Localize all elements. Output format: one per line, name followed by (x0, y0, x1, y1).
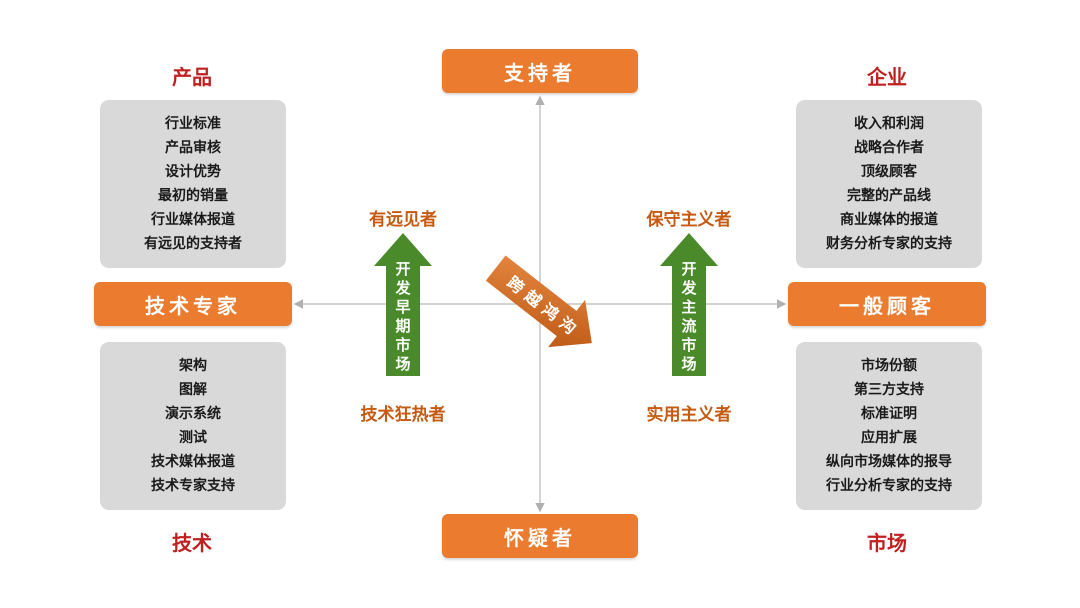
list-item: 图解 (179, 382, 207, 398)
list-item: 商业媒体的报道 (840, 212, 938, 228)
arrow-char: 开 (681, 260, 697, 278)
arrow-char: 发 (681, 279, 697, 297)
list-item: 产品审核 (165, 140, 221, 156)
label-conservatives: 保守主义者 (646, 210, 732, 230)
chasm-arrow (485, 255, 592, 348)
list-item: 演示系统 (165, 406, 221, 422)
list-item: 顶级顾客 (861, 164, 917, 180)
arrow-char: 发 (395, 279, 411, 297)
arrow-char: 开 (395, 260, 411, 278)
early-market-arrow (374, 233, 432, 376)
list-item: 最初的销量 (158, 188, 228, 204)
arrow-char: 场 (395, 355, 411, 373)
early-market-text: 开发早期市场 (383, 260, 423, 374)
list-item: 行业标准 (165, 116, 221, 132)
list-item: 财务分析专家的支持 (826, 236, 952, 252)
arrow-char: 场 (681, 355, 697, 373)
list-item: 战略合作者 (854, 140, 924, 156)
arrow-char: 主 (681, 298, 697, 316)
arrow-char: 流 (681, 317, 697, 335)
mainstream-market-text: 开发主流市场 (669, 260, 709, 374)
arrow-char: 早 (395, 298, 411, 316)
corner-title-market: 市场 (867, 531, 907, 555)
list-item: 第三方支持 (854, 382, 924, 398)
axis-label-supporters: 支持者 (442, 49, 638, 93)
axis-label-tech-experts: 技术专家 (94, 282, 292, 326)
arrow-char: 期 (395, 317, 411, 335)
list-item: 纵向市场媒体的报导 (826, 454, 952, 470)
list-item: 行业分析专家的支持 (826, 478, 952, 494)
corner-title-enterprise: 企业 (867, 65, 907, 89)
list-item: 完整的产品线 (847, 188, 931, 204)
arrow-char: 市 (395, 336, 411, 354)
list-item: 有远见的支持者 (144, 236, 242, 252)
box-product: 行业标准 产品审核 设计优势 最初的销量 行业媒体报道 有远见的支持者 (100, 100, 286, 268)
label-pragmatists: 实用主义者 (646, 405, 732, 425)
list-item: 应用扩展 (861, 430, 917, 446)
label-tech-enthusiasts: 技术狂热者 (360, 405, 446, 425)
corner-title-technology: 技术 (172, 531, 212, 555)
axis-label-skeptics: 怀疑者 (442, 514, 638, 558)
axis-label-general-customers: 一般顾客 (788, 282, 986, 326)
label-visionaries: 有远见者 (369, 210, 437, 230)
list-item: 收入和利润 (854, 116, 924, 132)
mainstream-market-arrow (660, 233, 718, 376)
list-item: 标准证明 (861, 406, 917, 422)
box-technology: 架构 图解 演示系统 测试 技术媒体报道 技术专家支持 (100, 342, 286, 510)
corner-title-product: 产品 (172, 65, 212, 89)
list-item: 设计优势 (165, 164, 221, 180)
list-item: 行业媒体报道 (151, 212, 235, 228)
list-item: 技术媒体报道 (151, 454, 235, 470)
arrow-char: 市 (681, 336, 697, 354)
list-item: 技术专家支持 (151, 478, 235, 494)
box-market: 市场份额 第三方支持 标准证明 应用扩展 纵向市场媒体的报导 行业分析专家的支持 (796, 342, 982, 510)
list-item: 测试 (179, 430, 207, 446)
box-enterprise: 收入和利润 战略合作者 顶级顾客 完整的产品线 商业媒体的报道 财务分析专家的支… (796, 100, 982, 268)
list-item: 架构 (179, 358, 207, 374)
list-item: 市场份额 (861, 358, 917, 374)
